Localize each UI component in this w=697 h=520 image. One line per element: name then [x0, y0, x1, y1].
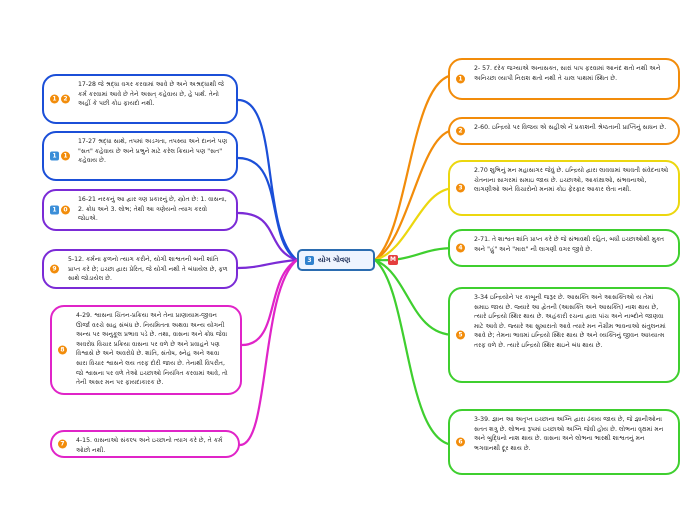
number-badge-icon: 8 — [58, 345, 67, 355]
topic-node-5-12[interactable]: 9 5-12. કર્મના ફળનો ત્યાગ કરીને, યોગી શા… — [42, 249, 238, 289]
node-text: 17-27 શ્રદ્ધા સાથે, તપમાં અડગતા, તપસ્યા … — [78, 138, 228, 165]
number-badge-icon: 3 — [456, 183, 465, 193]
topic-node-3-34[interactable]: 5 3-34 ઇન્દ્રિયોને પર કાબૂની જરૂર છે. આસ… — [448, 287, 680, 383]
topic-node-3-39[interactable]: 6 3-39. જ્ઞાન આ અતૃપ્ત ઇચ્છાના અગ્નિ દ્વ… — [448, 409, 680, 475]
number-badge-icon: 1 — [50, 205, 59, 215]
node-badges: 8 — [58, 345, 67, 355]
node-badges: 6 — [456, 437, 465, 447]
topic-node-2-71[interactable]: 4 2-71. તે શાશ્વત શાંતિ પ્રાપ્ત કરે છે જ… — [448, 229, 680, 267]
link-node-6 — [373, 258, 457, 447]
link-node-1 — [373, 73, 457, 262]
topic-node-2-57[interactable]: 1 2- 57. દરેક જગ્યાએ અનાસક્ત, સારાં પાપ … — [448, 58, 680, 100]
node-text: 4-15. વાસનાઓ સંકલ્પ અને ઇચ્છાનો ત્યાગ કર… — [76, 437, 223, 454]
link-node-4 — [373, 246, 457, 262]
node-text: 2-60. ઇન્દ્રિયો પર વિજય એ સહીએ નેં પ્રકા… — [474, 124, 667, 131]
link-node-2 — [373, 128, 457, 262]
node-badges: 9 — [50, 264, 59, 274]
central-badge: 3 — [305, 255, 314, 265]
node-text: 2-71. તે શાશ્વત શાંતિ પ્રાપ્ત કરે છે જે … — [474, 236, 665, 253]
number-badge-icon: 0 — [61, 205, 70, 215]
number-badge-icon: 1 — [50, 94, 59, 104]
link-node-8 — [236, 156, 299, 262]
node-text: 5-12. કર્મના ફળનો ત્યાગ કરીને, યોગી શાશ્… — [68, 256, 228, 283]
link-node-5 — [373, 258, 457, 337]
node-badges: 5 — [456, 330, 465, 340]
number-badge-icon: 2 — [61, 94, 70, 104]
node-badges: 4 — [456, 243, 465, 253]
link-node-9 — [236, 211, 299, 262]
link-node-12 — [238, 258, 299, 447]
number-badge-icon: 5 — [456, 330, 465, 340]
node-text: 2.70 શુભિનું મન મહાસાગર જેવું છે. ઇન્દ્ર… — [474, 167, 669, 194]
link-node-11 — [240, 258, 299, 347]
link-node-7 — [236, 98, 299, 262]
topic-node-2-70[interactable]: 3 2.70 શુભિનું મન મહાસાગર જેવું છે. ઇન્દ… — [448, 160, 680, 216]
number-badge-icon: 6 — [456, 437, 465, 447]
node-text: 4-29. શ્વાસના ચિંતન-પ્રક્રિયા અને તેના પ… — [76, 312, 228, 387]
node-badges: 1 — [456, 74, 465, 84]
node-text: 17-28 જે શ્રદ્ધા વગર કરવામાં આવે છે અને … — [78, 81, 224, 108]
topic-node-4-15[interactable]: 7 4-15. વાસનાઓ સંકલ્પ અને ઇચ્છાનો ત્યાગ … — [50, 430, 240, 458]
number-badge-icon: 1 — [61, 151, 70, 161]
number-badge-icon: 1 — [456, 74, 465, 84]
node-badges: 7 — [58, 439, 67, 449]
topic-node-2-60[interactable]: 2 2-60. ઇન્દ્રિયો પર વિજય એ સહીએ નેં પ્ર… — [448, 117, 680, 145]
topic-node-4-29[interactable]: 8 4-29. શ્વાસના ચિંતન-પ્રક્રિયા અને તેના… — [50, 305, 242, 395]
number-badge-icon: 4 — [456, 243, 465, 253]
node-text: 3-39. જ્ઞાન આ અતૃપ્ત ઇચ્છાના અગ્નિ દ્વાર… — [474, 416, 664, 452]
node-badges: 3 — [456, 183, 465, 193]
node-text: 2- 57. દરેક જગ્યાએ અનાસક્ત, સારાં પાપ ફર… — [474, 65, 661, 82]
central-topic[interactable]: 3 યોગ ગોવણ — [297, 249, 375, 271]
node-text: 16-21 નરકનું આ દ્વાર ત્રણ પ્રકારનું છે, … — [78, 196, 227, 223]
node-badges: 2 — [456, 126, 465, 136]
central-title: યોગ ગોવણ — [318, 255, 351, 264]
node-text: 3-34 ઇન્દ્રિયોને પર કાબૂની જરૂર છે. આસક્… — [474, 294, 666, 350]
number-badge-icon: 7 — [58, 439, 67, 449]
link-node-3 — [373, 186, 457, 262]
flag-icon: M — [388, 255, 398, 265]
number-badge-icon: 9 — [50, 264, 59, 274]
number-badge-icon: 2 — [456, 126, 465, 136]
number-badge-icon: 1 — [50, 151, 59, 161]
link-node-10 — [236, 258, 299, 270]
